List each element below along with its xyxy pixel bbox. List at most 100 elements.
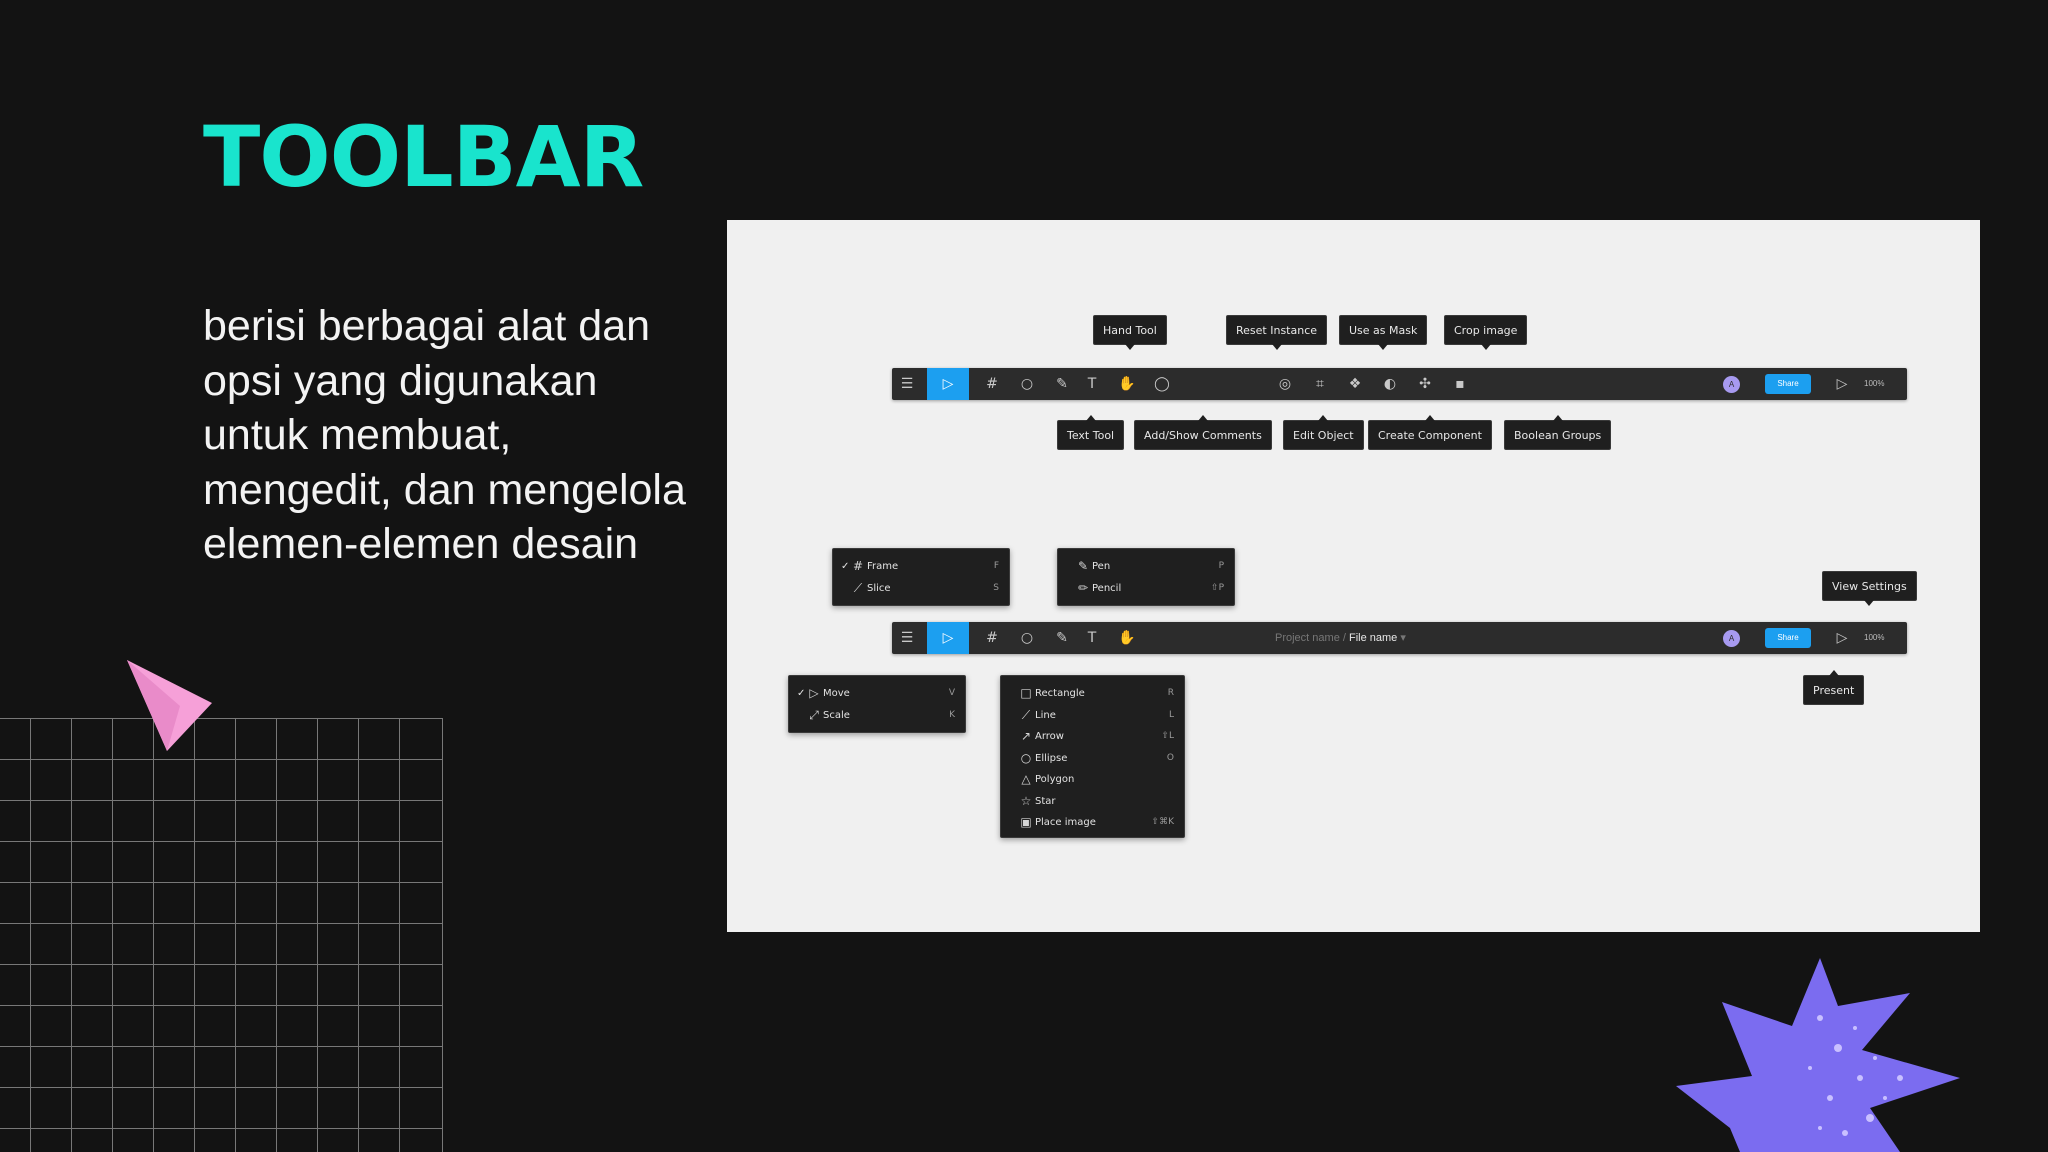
move-tool-button[interactable]: ▷ — [927, 622, 969, 654]
component-icon[interactable]: ✣ — [1419, 376, 1431, 392]
frame-icon[interactable]: # — [986, 376, 998, 392]
menu-icon[interactable]: ☰ — [900, 630, 914, 646]
menu-item-label: Arrow — [1035, 731, 1064, 742]
menu-item-shortcut: V — [948, 688, 955, 698]
frame-menu: ✓ # Frame F ⟋ Slice S — [832, 548, 1010, 606]
breadcrumb[interactable]: Project name / File name ▾ — [1275, 622, 1406, 654]
share-button[interactable]: Share — [1765, 628, 1811, 648]
menu-item-shortcut: ⇧L — [1161, 731, 1174, 741]
menu-item-shortcut: L — [1168, 709, 1174, 720]
menu-item-polygon[interactable]: △ Polygon — [1001, 769, 1184, 791]
menu-item-label: Rectangle — [1035, 688, 1085, 699]
menu-item-shortcut: K — [949, 709, 955, 720]
menu-item-scale[interactable]: ⤢ Scale K — [789, 705, 965, 727]
text-icon[interactable]: T — [1087, 630, 1097, 646]
crop-icon[interactable]: ⌗ — [1316, 376, 1324, 392]
pen-icon: ✎ — [1077, 559, 1089, 573]
avatar[interactable]: A — [1723, 376, 1740, 393]
menu-item-label: Place image — [1035, 817, 1096, 828]
menu-item-label: Polygon — [1035, 774, 1075, 785]
zoom-level[interactable]: 100% — [1864, 379, 1885, 388]
chevron-down-icon[interactable]: ▾ — [1400, 632, 1406, 644]
edit-object-icon[interactable]: ❖ — [1348, 376, 1362, 392]
menu-item-label: Scale — [823, 709, 850, 721]
reset-instance-tooltip: Reset Instance — [1226, 315, 1328, 350]
menu-item-shortcut: ⇧⌘K — [1151, 817, 1174, 827]
menu-item-label: Line — [1035, 709, 1056, 721]
move-menu: ✓ ▷ Move V ⤢ Scale K — [788, 675, 966, 733]
menu-item-label: Pencil — [1092, 582, 1122, 594]
pencil-icon: ✏ — [1077, 580, 1089, 595]
menu-item-rectangle[interactable]: □ Rectangle R — [1001, 683, 1184, 705]
menu-item-shortcut: R — [1167, 688, 1174, 698]
polygon-icon: △ — [1021, 772, 1031, 786]
star-icon: ☆ — [1020, 793, 1032, 808]
menu-item-pen[interactable]: ✎ Pen P — [1058, 556, 1234, 578]
menu-item-pencil[interactable]: ✏ Pencil ⇧P — [1058, 578, 1234, 600]
bottom-toolbar: ☰ ▷ # ○ ✎ T ✋ Project name / File name ▾… — [892, 622, 1907, 654]
share-button[interactable]: Share — [1765, 374, 1811, 394]
pen-menu: ✎ Pen P ✏ Pencil ⇧P — [1057, 548, 1235, 606]
view-settings-tooltip: View Settings — [1822, 571, 1917, 606]
menu-item-place-image[interactable]: ▣ Place image ⇧⌘K — [1001, 812, 1184, 834]
zoom-level[interactable]: 100% — [1864, 633, 1885, 642]
line-icon: ⟋ — [1021, 707, 1031, 722]
move-tool-button[interactable]: ▷ — [927, 368, 969, 400]
present-icon[interactable]: ▷ — [1836, 630, 1848, 646]
avatar[interactable]: A — [1723, 630, 1740, 647]
boolean-icon[interactable]: ▪ — [1455, 376, 1465, 392]
menu-item-slice[interactable]: ⟋ Slice S — [833, 578, 1009, 600]
menu-item-label: Pen — [1092, 561, 1111, 572]
present-tooltip: Present — [1803, 670, 1865, 705]
top-toolbar: ☰ ▷ # ○ ✎ T ✋ ◯ ◎ ⌗ ❖ ◐ ✣ ▪ A Share ▷ 10… — [892, 368, 1907, 400]
toolbar-screenshot-panel: Hand Tool Reset Instance Use as Mask Cro… — [727, 220, 1980, 932]
scale-icon: ⤢ — [809, 707, 819, 722]
project-name[interactable]: Project name — [1275, 632, 1340, 644]
menu-item-ellipse[interactable]: ○ Ellipse O — [1001, 748, 1184, 770]
use-as-mask-tooltip: Use as Mask — [1339, 315, 1428, 350]
check-icon: ✓ — [797, 688, 806, 699]
shapes-menu: □ Rectangle R ⟋ Line L ↗ Arrow ⇧L ○ Elli… — [1000, 675, 1185, 838]
menu-item-line[interactable]: ⟋ Line L — [1001, 705, 1184, 727]
menu-item-shortcut: O — [1166, 752, 1174, 763]
add-show-comments-tooltip: Add/Show Comments — [1134, 415, 1272, 450]
menu-item-frame[interactable]: ✓ # Frame F — [833, 556, 1009, 578]
shape-icon[interactable]: ○ — [1020, 630, 1034, 646]
hand-icon[interactable]: ✋ — [1118, 376, 1136, 392]
menu-item-star[interactable]: ☆ Star — [1001, 791, 1184, 813]
menu-item-shortcut: ⇧P — [1211, 582, 1224, 593]
star-decoration — [1676, 958, 1960, 1152]
mask-icon[interactable]: ◐ — [1383, 376, 1397, 392]
menu-item-move[interactable]: ✓ ▷ Move V — [789, 683, 965, 705]
menu-item-label: Move — [823, 688, 850, 699]
image-icon: ▣ — [1020, 815, 1032, 829]
menu-icon[interactable]: ☰ — [900, 376, 914, 392]
menu-item-shortcut: P — [1218, 561, 1224, 571]
check-icon: ✓ — [841, 561, 850, 572]
frame-icon: # — [852, 559, 864, 573]
menu-item-shortcut: F — [993, 561, 999, 571]
slide-title: TOOLBAR — [203, 108, 644, 206]
text-tool-tooltip: Text Tool — [1057, 415, 1125, 450]
hand-icon[interactable]: ✋ — [1118, 630, 1136, 646]
present-icon[interactable]: ▷ — [1836, 376, 1848, 392]
text-icon[interactable]: T — [1087, 376, 1097, 392]
reset-instance-icon[interactable]: ◎ — [1278, 376, 1292, 392]
shape-icon[interactable]: ○ — [1020, 376, 1034, 392]
hand-tool-tooltip: Hand Tool — [1093, 315, 1167, 350]
file-name[interactable]: File name — [1349, 632, 1398, 644]
frame-icon[interactable]: # — [986, 630, 998, 646]
menu-item-label: Star — [1035, 795, 1056, 807]
edit-object-tooltip: Edit Object — [1283, 415, 1364, 450]
move-icon: ▷ — [809, 686, 819, 700]
menu-item-label: Slice — [867, 582, 891, 594]
menu-item-arrow[interactable]: ↗ Arrow ⇧L — [1001, 726, 1184, 748]
arrow-icon: ↗ — [1020, 729, 1032, 743]
menu-item-shortcut: S — [993, 582, 999, 593]
crop-image-tooltip: Crop image — [1444, 315, 1528, 350]
comment-icon[interactable]: ◯ — [1154, 376, 1170, 392]
pen-icon[interactable]: ✎ — [1056, 630, 1068, 646]
slide-description: berisi berbagai alat dan opsi yang digun… — [203, 302, 686, 568]
grid-decoration — [0, 718, 443, 1152]
pen-icon[interactable]: ✎ — [1056, 376, 1068, 392]
